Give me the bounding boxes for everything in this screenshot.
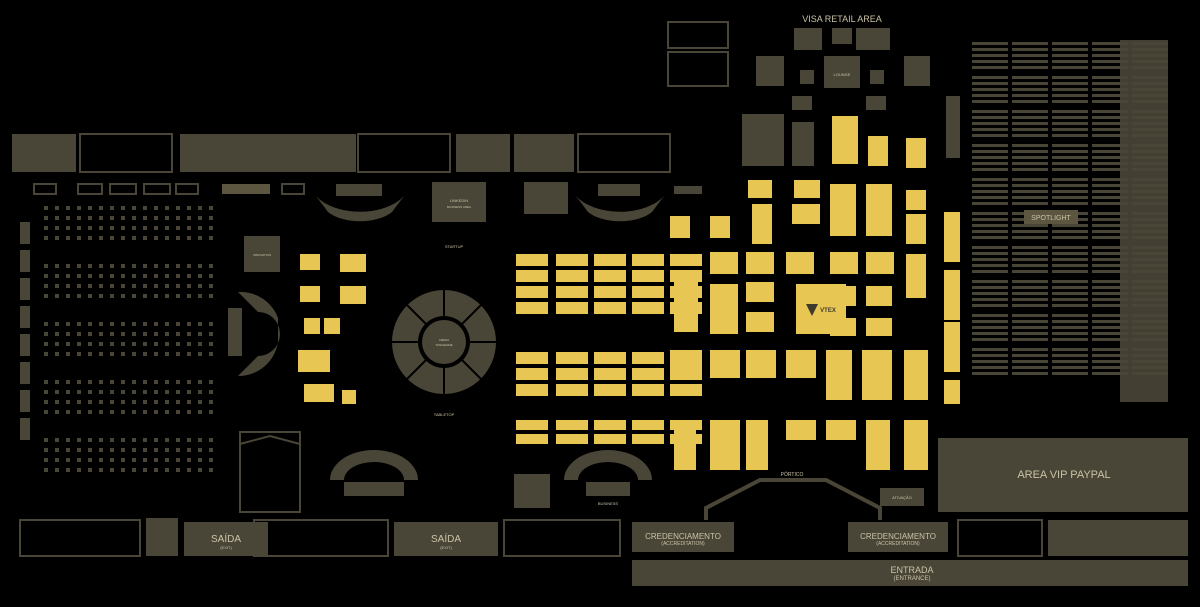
credenciamento-right-label: CREDENCIAMENTO bbox=[860, 532, 936, 541]
spotlight-label: SPOTLIGHT bbox=[1031, 215, 1071, 222]
credenciamento-left-label: CREDENCIAMENTO bbox=[645, 532, 721, 541]
linkedin-label: LINKEDIN bbox=[450, 198, 469, 203]
business-label: BUSINESS bbox=[598, 501, 619, 506]
portico-label: PÓRTICO bbox=[781, 471, 804, 478]
entrada-sub: (ENTRANCE) bbox=[894, 576, 931, 582]
area-vip-block bbox=[938, 438, 1188, 512]
visa-retail-label: VISA RETAIL AREA bbox=[802, 14, 882, 24]
linkedin-sub-label: BUSINESS AREA bbox=[447, 205, 471, 209]
chair-grid-icon bbox=[44, 206, 213, 472]
saida-right-label: SAÍDA bbox=[431, 532, 461, 545]
credenciamento-left-sub: (ACCREDITATION) bbox=[661, 541, 705, 547]
area-vip-label: AREA VIP PAYPAL bbox=[1017, 469, 1110, 481]
tabletop-label: TABLETOP bbox=[434, 412, 455, 417]
arena-label: ARENA bbox=[439, 338, 449, 342]
vtex-label: VTEX bbox=[820, 308, 836, 314]
saida-left-sub: (EXIT) bbox=[220, 545, 232, 550]
credenciamento-right-sub: (ACCREDITATION) bbox=[876, 541, 920, 547]
saida-left-label: SAÍDA bbox=[211, 532, 241, 545]
startup-label: STARTUP bbox=[445, 244, 464, 249]
entrada-label: ENTRADA bbox=[890, 565, 933, 575]
saida-right-sub: (EXIT) bbox=[440, 545, 452, 550]
arena-sub-label: TANGERINE bbox=[435, 343, 452, 347]
ativacao-label: ATIVAÇÃO bbox=[892, 495, 912, 500]
vtex-logo-icon bbox=[806, 304, 818, 316]
arena bbox=[392, 290, 496, 394]
innovation-label: INNOVATION bbox=[253, 253, 271, 257]
lounge-label: LOUNGE bbox=[834, 72, 851, 77]
